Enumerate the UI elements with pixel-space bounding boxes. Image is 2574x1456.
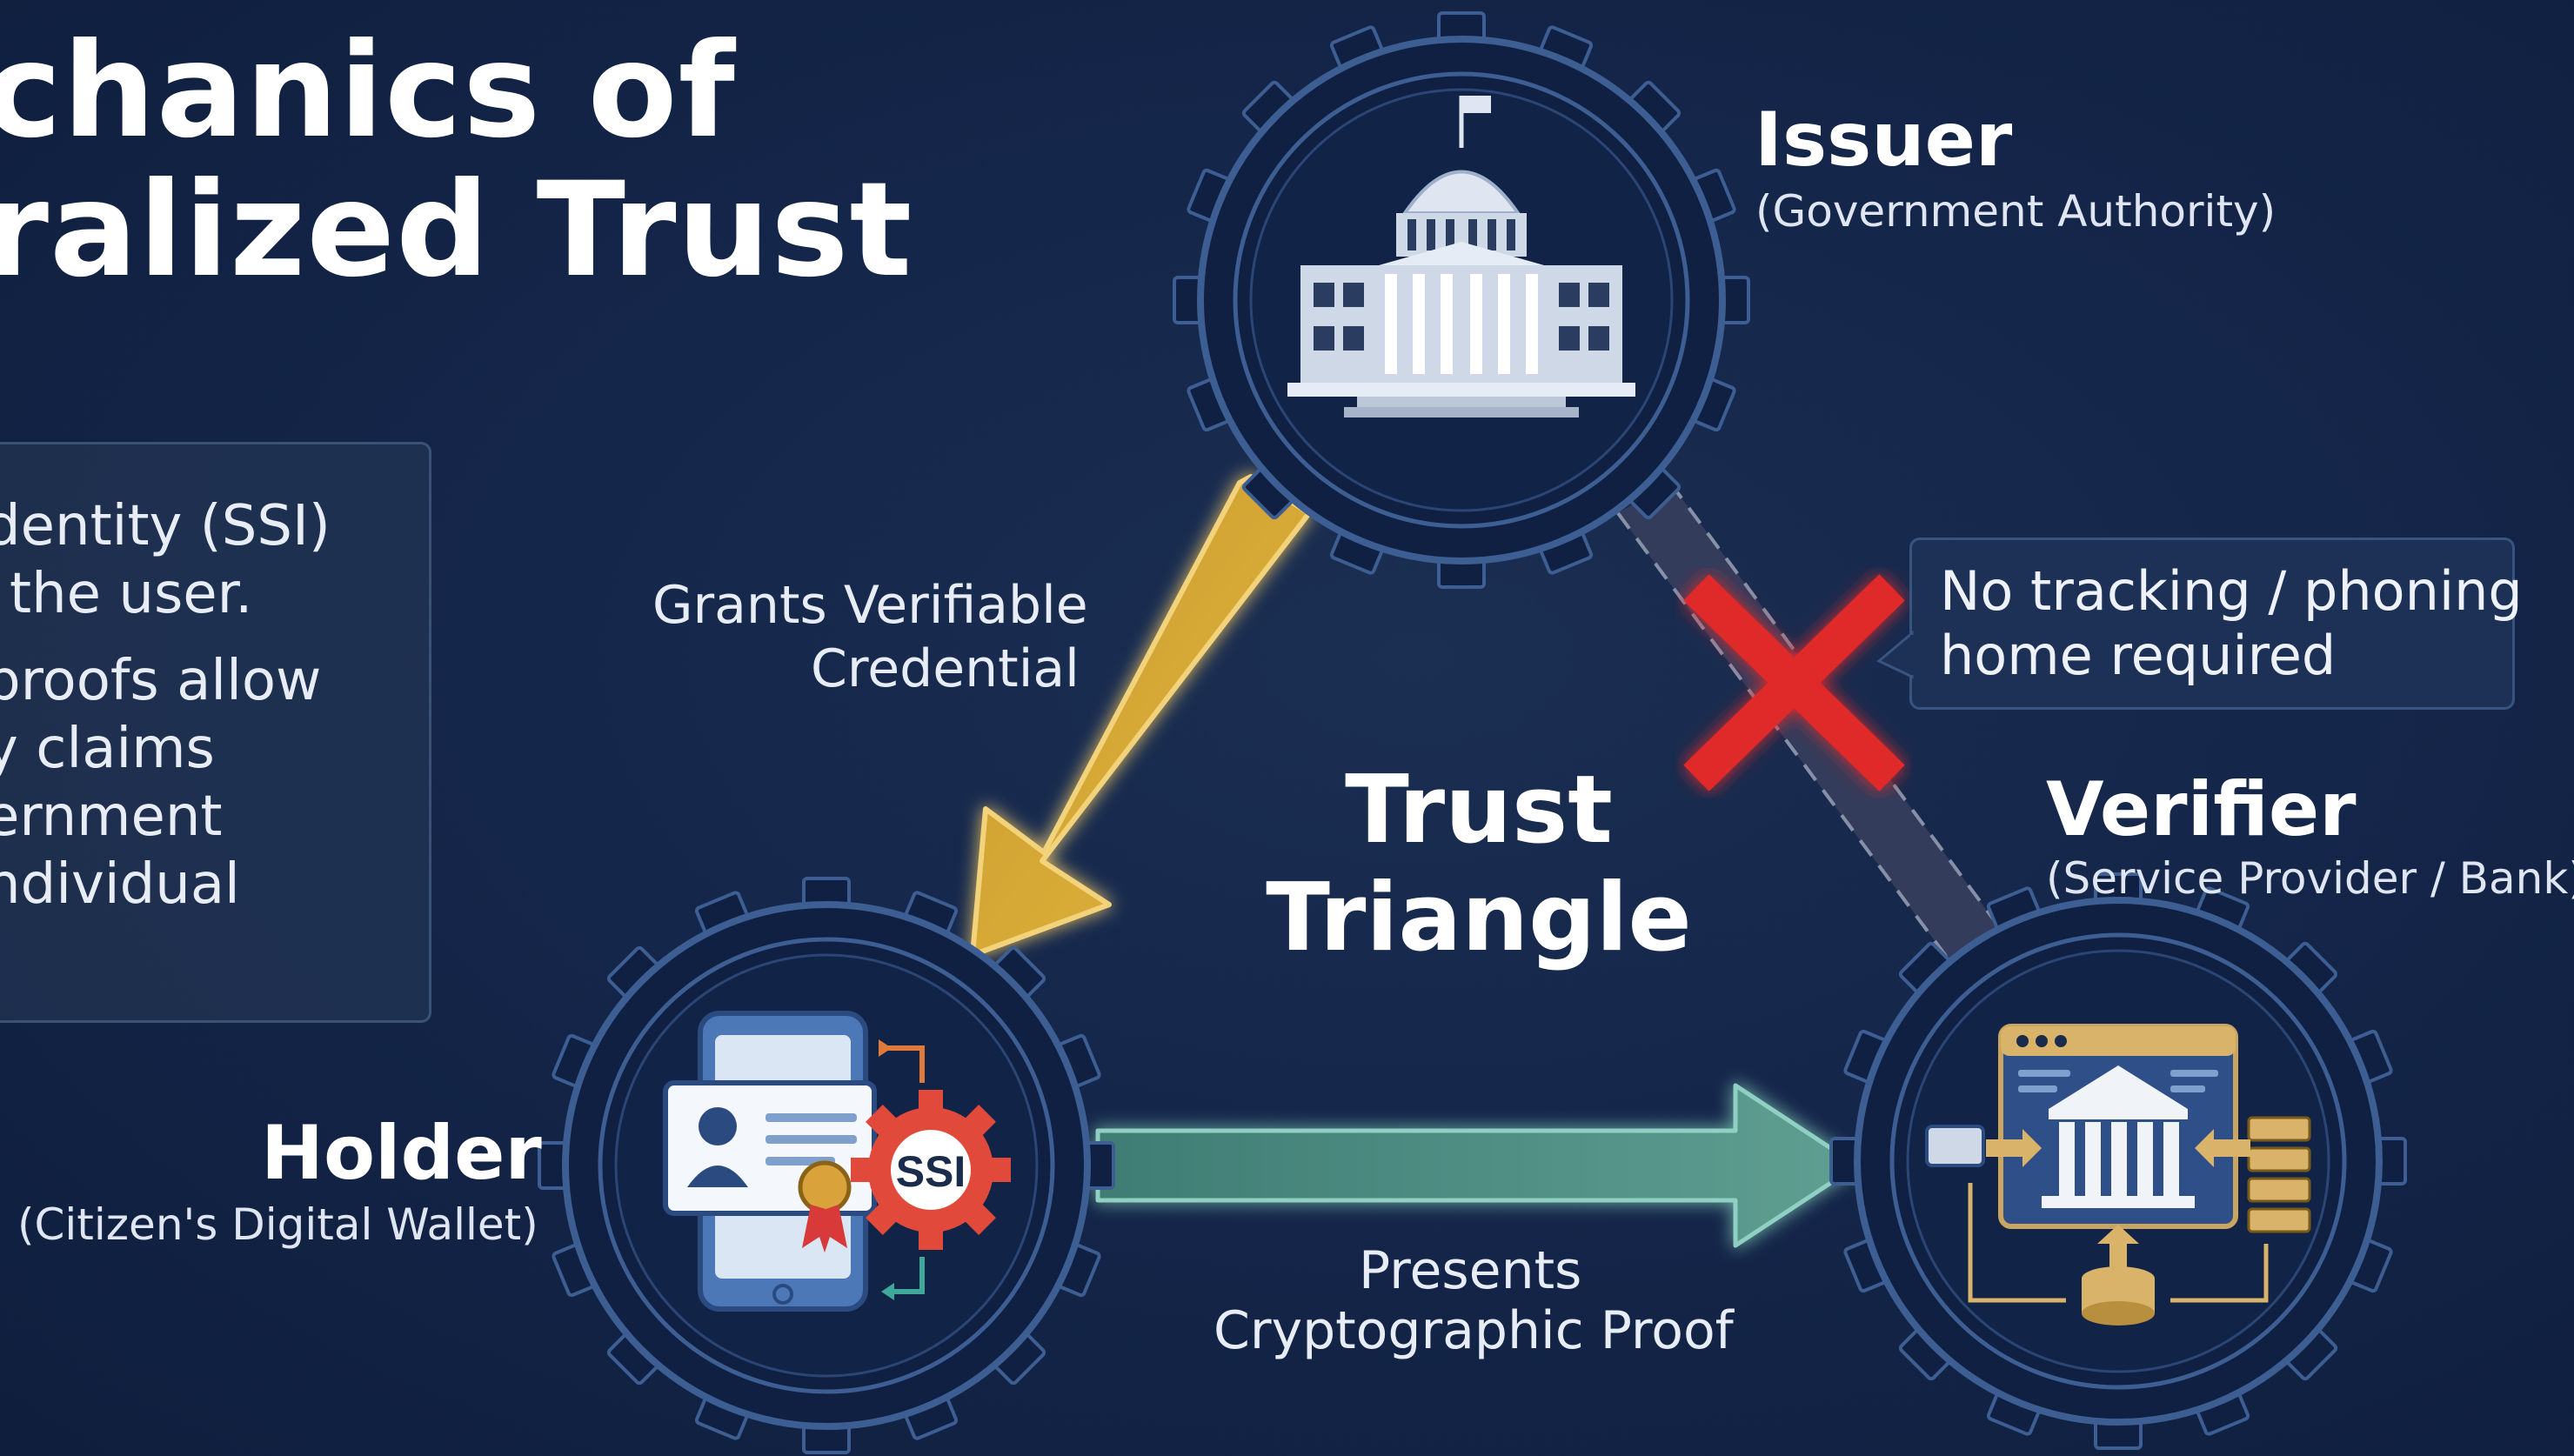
digital-wallet-icon xyxy=(663,1011,1011,1312)
present-proof-arrow xyxy=(1095,1083,1860,1248)
verifier-name: Verifier xyxy=(2046,766,2357,853)
bank-dashboard-icon xyxy=(1925,1024,2311,1326)
grant-label-line-2: Credential xyxy=(811,638,1080,699)
info-box: dentity (SSI) the user. proofs allow y c… xyxy=(0,442,431,1023)
holder-subtitle: (Citizen's Digital Wallet) xyxy=(17,1199,538,1250)
info-line-4: y claims xyxy=(0,717,215,781)
present-label-line-1: Presents xyxy=(1359,1240,1582,1301)
issuer-name: Issuer xyxy=(1755,97,2013,184)
red-cross-icon xyxy=(1683,574,1905,791)
info-line-2: the user. xyxy=(10,562,253,626)
government-building-icon xyxy=(1287,96,1635,417)
trust-triangle-title-line-1: Trust xyxy=(1345,756,1613,865)
no-tracking-line-2: home required xyxy=(1940,624,2337,687)
page-title-line-1: chanics of xyxy=(0,16,736,167)
trust-triangle-title-line-2: Triangle xyxy=(1266,864,1692,973)
verifier-subtitle: (Service Provider / Bank) xyxy=(2046,853,2574,904)
trust-triangle-title: Trust Triangle xyxy=(1218,756,1740,973)
issuer-subtitle: (Government Authority) xyxy=(1755,186,2276,237)
info-line-5: ernment xyxy=(0,785,223,849)
present-label-line-2: Cryptographic Proof xyxy=(1213,1300,1734,1361)
info-line-1: dentity (SSI) xyxy=(0,494,331,558)
info-line-3: proofs allow xyxy=(0,649,322,713)
holder-name: Holder xyxy=(261,1110,542,1197)
grant-label-line-1: Grants Verifiable xyxy=(652,575,1088,636)
ssi-badge-label: SSI xyxy=(896,1147,966,1196)
page-title-line-2: ralized Trust xyxy=(0,155,913,306)
no-tracking-callout: No tracking / phoning home required xyxy=(1909,538,2523,710)
info-line-6: ndividual xyxy=(0,852,240,917)
no-tracking-line-1: No tracking / phoning xyxy=(1940,559,2523,623)
